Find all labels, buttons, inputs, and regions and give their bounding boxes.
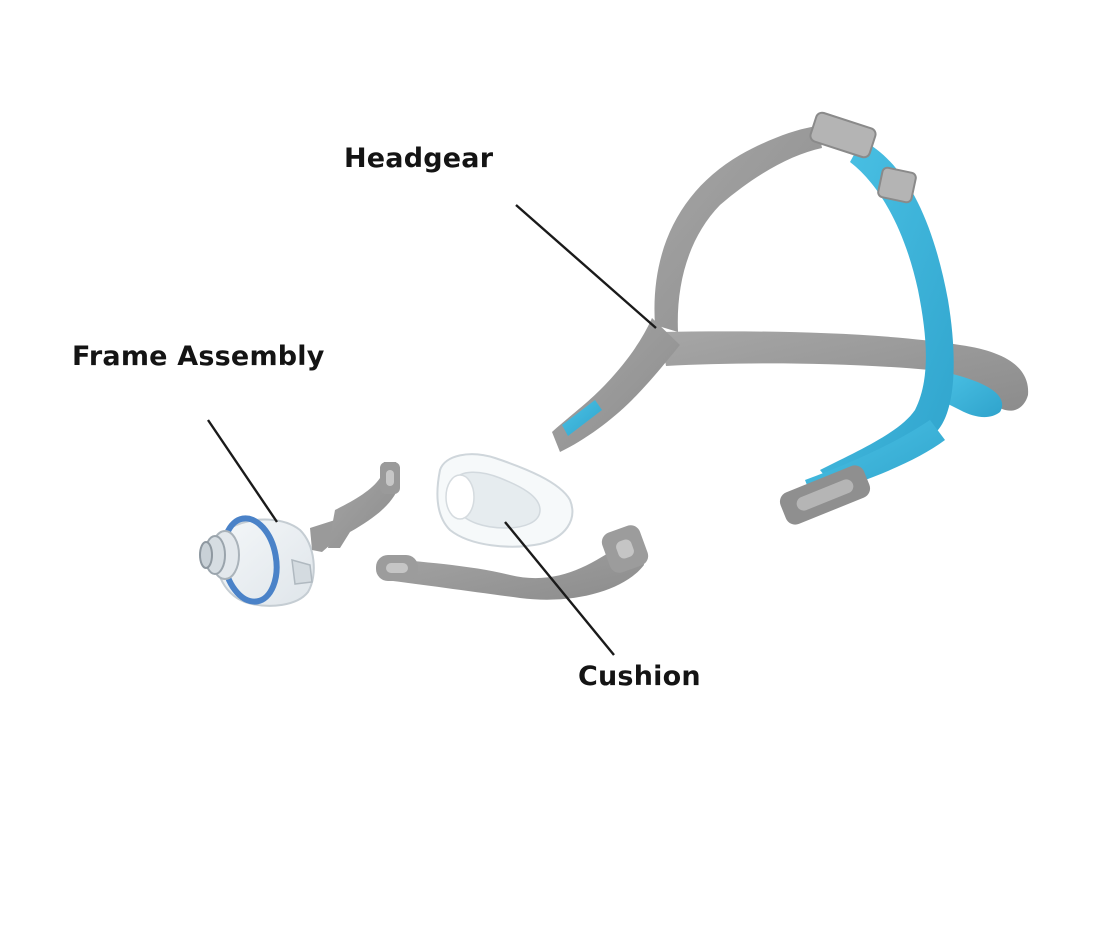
frame-clip-strap [310,462,400,552]
headgear-lower-tab-slot [796,479,854,511]
lower-strap [376,525,649,600]
frame-assembly [199,515,315,607]
headgear-leader-line [515,204,657,329]
headgear-side-buckle [877,166,917,204]
headgear-crown-strap-gray [654,126,822,332]
headgear [552,111,1029,525]
cushion [436,453,574,548]
frame-assembly-label: Frame Assembly [72,341,325,372]
cushion-label: Cushion [578,661,701,692]
headgear-top-buckle [809,111,877,159]
headgear-front-blue-tab [562,400,602,436]
frame-body [215,518,315,607]
frame-swivel [199,530,240,580]
headgear-blue-strap [820,140,954,485]
headgear-label: Headgear [344,143,494,174]
cushion-leader-line [504,521,615,656]
frame-leader-line [207,419,278,523]
frame-side-tab [291,558,313,585]
